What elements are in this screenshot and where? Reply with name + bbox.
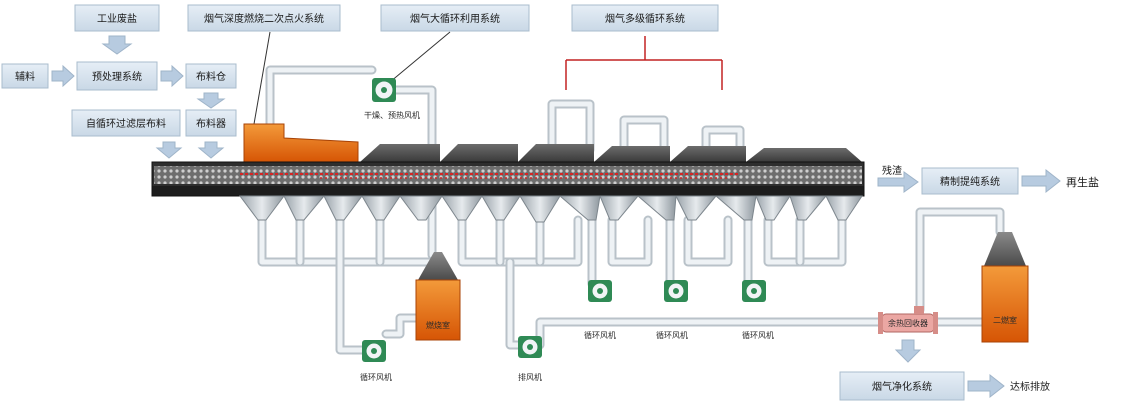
deep-combustion-leader bbox=[253, 31, 271, 125]
auxiliary-box: 辅料 bbox=[1, 63, 49, 89]
flue-purification-label: 烟气净化系统 bbox=[872, 380, 932, 393]
down-arrow-purify bbox=[894, 339, 922, 363]
cycle-fan-1-label: 循环风机 bbox=[584, 330, 616, 340]
down-arrow-left-feed bbox=[155, 141, 183, 159]
dry-fan-label: 干燥、预热风机 bbox=[364, 110, 420, 120]
cycle-fan-2-label: 循环风机 bbox=[656, 330, 688, 340]
pretreatment-box: 预处理系统 bbox=[76, 61, 158, 91]
refining-label: 精制提纯系统 bbox=[940, 175, 1000, 188]
down-arrow-1 bbox=[101, 35, 133, 55]
refining-box: 精制提纯系统 bbox=[921, 167, 1019, 195]
distributor-box: 布料器 bbox=[185, 109, 237, 137]
silo-box: 布料仓 bbox=[185, 63, 237, 89]
self-cycle-box: 自循环过滤层布料 bbox=[71, 109, 181, 137]
pretreatment-label: 预处理系统 bbox=[92, 70, 142, 83]
down-arrow-right-feed bbox=[197, 141, 225, 159]
furnace-hoods bbox=[360, 144, 862, 162]
fan-cycle-3 bbox=[742, 280, 766, 302]
multi-cycle-bracket bbox=[565, 36, 723, 90]
cycle-fan-left-label: 循环风机 bbox=[360, 372, 392, 382]
deep-combustion-box: 烟气深度燃烧二次点火系统 bbox=[187, 4, 341, 32]
wind-boxes bbox=[239, 195, 863, 223]
feed-hopper bbox=[243, 123, 359, 163]
right-arrow-discharge bbox=[967, 373, 1005, 399]
industrial-salt-label: 工业废盐 bbox=[97, 12, 137, 25]
cycle-fan-3-label: 循环风机 bbox=[742, 330, 774, 340]
heat-recovery-label: 余热回收器 bbox=[888, 318, 928, 328]
fan-exhaust bbox=[518, 336, 542, 358]
right-arrow-refining bbox=[1021, 168, 1061, 194]
silo-label: 布料仓 bbox=[196, 70, 226, 83]
secondary-chamber-label: 二燃室 bbox=[993, 315, 1017, 325]
combustion-chamber: 燃烧室 bbox=[415, 252, 461, 341]
multi-cycle-box: 烟气多级循环系统 bbox=[571, 4, 719, 32]
self-cycle-label: 自循环过滤层布料 bbox=[86, 117, 166, 130]
regen-salt-label: 再生盐 bbox=[1066, 175, 1099, 189]
heat-recovery-unit: 余热回收器 bbox=[878, 306, 938, 334]
right-arrow-pre bbox=[160, 64, 184, 88]
auxiliary-label: 辅料 bbox=[15, 70, 35, 83]
fan-dry-preheat bbox=[372, 78, 396, 102]
fan-cycle-2 bbox=[664, 280, 688, 302]
fan-cycle-1 bbox=[588, 280, 612, 302]
exhaust-fan-label: 排风机 bbox=[518, 372, 542, 382]
fan-cycle-left bbox=[362, 340, 386, 362]
residue-label: 残渣 bbox=[882, 164, 902, 177]
deep-combustion-label: 烟气深度燃烧二次点火系统 bbox=[204, 12, 324, 25]
big-cycle-label: 烟气大循环利用系统 bbox=[410, 12, 500, 25]
right-arrow-residue bbox=[877, 171, 919, 193]
big-cycle-box: 烟气大循环利用系统 bbox=[380, 4, 530, 32]
big-cycle-leader bbox=[389, 31, 451, 83]
secondary-chamber: 二燃室 bbox=[981, 232, 1029, 343]
distributor-label: 布料器 bbox=[196, 117, 226, 130]
multi-cycle-label: 烟气多级循环系统 bbox=[605, 12, 685, 25]
flue-purification-box: 烟气净化系统 bbox=[839, 371, 965, 401]
pipe-network bbox=[257, 65, 1005, 355]
discharge-label: 达标排放 bbox=[1010, 380, 1050, 393]
combustion-chamber-label: 燃烧室 bbox=[426, 320, 450, 330]
industrial-salt-box: 工业废盐 bbox=[74, 4, 160, 32]
right-arrow-aux bbox=[51, 64, 75, 88]
down-arrow-silo bbox=[196, 92, 226, 109]
sintering-grate bbox=[151, 161, 865, 197]
